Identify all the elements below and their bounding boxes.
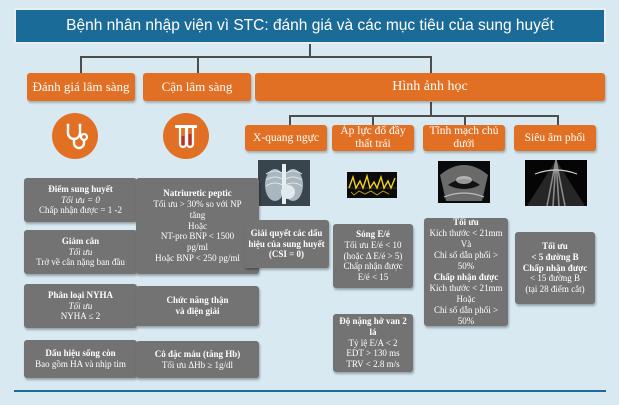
box-line: 50% <box>457 315 475 326</box>
connector <box>80 56 430 58</box>
connector <box>372 115 374 125</box>
box-title: Chức năng thận <box>166 295 229 306</box>
box-line: Tỷ lệ E/A < 2 <box>348 337 398 348</box>
header-vein: Tĩnh mạch chủ dưới <box>423 125 505 151</box>
box-line: pg/ml <box>186 242 208 253</box>
box-title: Dấu hiệu sống còn <box>45 348 116 359</box>
box-line: Tối ưu <box>68 300 93 311</box>
box-line: Hoặc <box>456 293 476 304</box>
header-lung-us: Siêu âm phổi <box>514 125 596 151</box>
header-filling: Áp lực đổ đầy thất trái <box>332 125 414 151</box>
connector <box>430 102 432 116</box>
lung-ultrasound-image <box>525 160 587 206</box>
box-title: Độ nặng hở van 2 lá <box>339 315 407 337</box>
box-line: Hoặc BNP < 250 pg/ml <box>155 253 240 264</box>
box-line: (tại 28 điểm cắt) <box>525 284 585 295</box>
box-line: Tối ưu = 0 <box>61 194 100 205</box>
lung-us-box: Tối ưu < 5 đường B Chấp nhận được < 15 đ… <box>515 232 595 304</box>
box-line: Chấp nhận được <box>343 261 403 272</box>
header-xray: X-quang ngực <box>245 125 327 151</box>
box-line: NYHA ≤ 2 <box>60 311 101 322</box>
lab-box-hemoconcentration: Cô đặc máu (tăng Hb) Tối ưu ΔHb ≥ 1g/dl <box>136 341 259 378</box>
box-line: TRV < 2.8 m/s <box>346 359 400 370</box>
lab-box-renal-function: Chức năng thận và điện giải <box>136 286 259 326</box>
connector <box>197 56 199 73</box>
lab-box-natriuretic-peptide: Natriuretic peptic Tối ưu > 30% so với N… <box>136 178 259 274</box>
box-title: Sóng E/é <box>356 228 390 239</box>
stethoscope-icon <box>52 113 98 159</box>
clinical-box-congestion-score: Điểm sung huyết Tối ưu = 0 Chấp nhận đượ… <box>24 178 137 222</box>
clinical-box-nyha: Phân loại NYHA Tối ưu NYHA ≤ 2 <box>24 284 137 328</box>
box-line: Tối ưu E/é < 10 <box>344 239 402 250</box>
box-line: 50% <box>457 261 475 272</box>
box-title: Natriuretic peptic <box>163 187 232 198</box>
box-line: Chỉ số dẫn phổi > <box>433 250 499 261</box>
box-title: Giảm cân <box>61 235 100 246</box>
box-title: Chấp nhận được <box>433 272 499 282</box>
box-line: tăng <box>189 209 206 220</box>
box-line: Kích thước < 21mm <box>429 228 503 239</box>
connector <box>309 44 311 56</box>
box-line: Bao gồm HA và nhịp tim <box>35 359 126 369</box>
box-line: (hoặc Δ E/é > 5) <box>343 250 403 261</box>
box-line: Trở về cân nặng ban đầu <box>36 257 125 268</box>
box-line: Tối ưu ΔHb ≥ 1g/dl <box>161 359 234 370</box>
box-line: Tối ưu <box>68 246 93 257</box>
test-tubes-icon <box>163 113 209 159</box>
ivc-box: Tối ưu Kích thước < 21mm Và Chỉ số dẫn p… <box>424 217 508 326</box>
header-imaging: Hình ảnh học <box>255 73 605 101</box>
box-line: Và <box>460 239 472 250</box>
connector <box>289 115 559 117</box>
box-line: Chấp nhận được = 1 -2 <box>39 205 122 216</box>
clinical-box-weight-loss: Giảm cân Tối ưu Trở về cân nặng ban đầu <box>24 230 137 274</box>
box-title: và điện giải <box>175 306 220 316</box>
connector <box>557 115 559 125</box>
box-title: Phân loại NYHA <box>47 289 113 300</box>
header-clinical: Đánh giá lâm sàng <box>27 73 135 101</box>
page-title: Bệnh nhân nhập viện vì STC: đánh giá và … <box>14 8 606 44</box>
box-title: Điểm sung huyết <box>48 183 113 194</box>
box-line: Hoặc <box>188 220 207 231</box>
box-title: Tối ưu <box>542 240 568 251</box>
filling-box-mitral-regurgitation: Độ nặng hở van 2 lá Tỷ lệ E/A < 2 EDT > … <box>333 314 413 372</box>
box-title: Tối ưu <box>453 217 479 228</box>
box-line: hiệu của sung huyết <box>248 238 325 249</box>
doppler-image <box>347 172 397 198</box>
filling-box-e-e-prime: Sóng E/é Tối ưu E/é < 10 (hoặc Δ E/é > 5… <box>333 224 413 288</box>
box-title: Cô đặc máu (tăng Hb) <box>154 348 241 359</box>
xray-box: Giải quyết các dấu hiệu của sung huyết (… <box>244 220 329 268</box>
footer-bar <box>14 390 606 392</box>
chest-xray-image <box>258 160 310 206</box>
box-line: E/é < 15 <box>357 272 389 283</box>
connector <box>80 56 82 73</box>
clinical-box-vital-signs: Dấu hiệu sống còn Bao gồm HA và nhịp tim <box>24 340 137 378</box>
box-line: Chỉ số dẫn phổi > <box>433 304 499 315</box>
box-line: NT-pro BNP < 1500 <box>160 231 235 242</box>
connector <box>430 56 432 73</box>
box-line: Kích thước < 21mm <box>429 282 503 293</box>
box-line: Tối ưu > 30% so với NP <box>153 198 242 209</box>
box-line: EDT > 130 ms <box>346 348 400 359</box>
box-line: Giải quyết các dấu <box>250 227 323 238</box>
box-line: < 5 đường B <box>531 251 579 262</box>
ivc-ultrasound-image <box>438 161 490 203</box>
connector <box>464 115 466 125</box>
box-title: Chấp nhận được <box>522 262 588 273</box>
connector <box>289 115 291 125</box>
box-line: < 15 đường B <box>530 273 580 284</box>
box-line: (CSI = 0) <box>268 249 305 260</box>
header-lab: Cận lâm sàng <box>143 73 251 101</box>
